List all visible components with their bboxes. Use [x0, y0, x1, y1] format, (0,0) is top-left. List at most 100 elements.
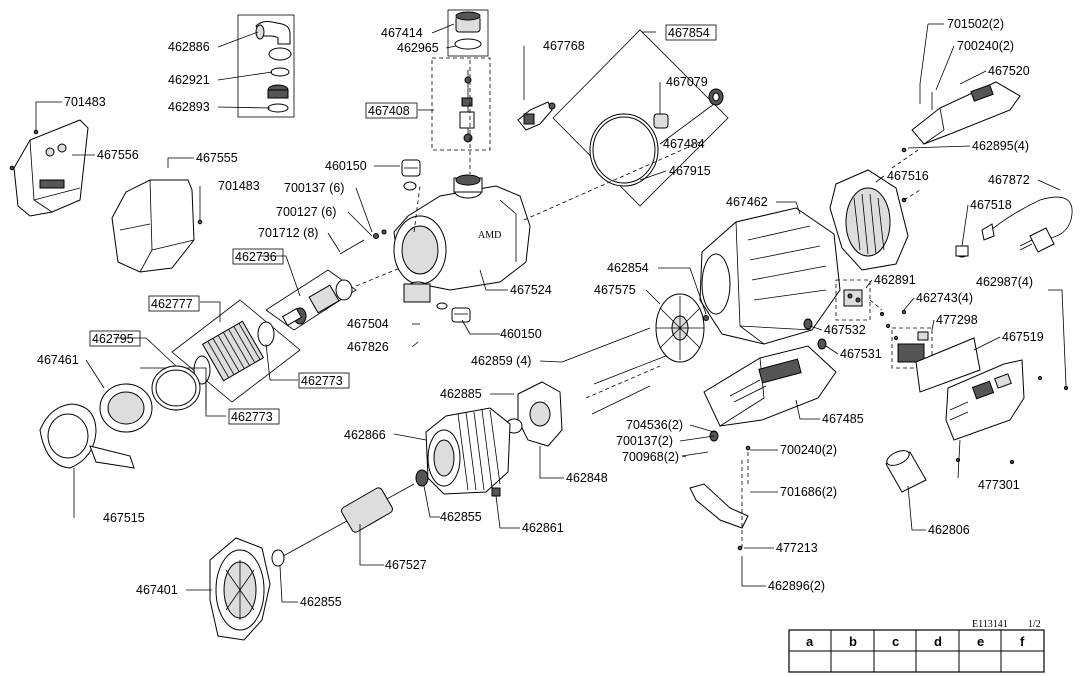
motor-frame-part [699, 207, 841, 345]
rear-cover-part [9, 119, 89, 217]
base-tray-part [681, 345, 837, 457]
grid-col-b: b [849, 634, 857, 649]
part-label-701502-2: 701502(2) [947, 17, 1004, 31]
part-label-467484: 467484 [663, 137, 705, 151]
valve-insert-part [431, 57, 491, 151]
part-label-462885: 462885 [440, 387, 482, 401]
part-label-467519: 467519 [1002, 330, 1044, 344]
panel-screws-part [955, 375, 1069, 465]
part-label-700127-6: 700127 (6) [276, 205, 336, 219]
grid-col-a: a [806, 634, 814, 649]
part-label-700968-2: 700968(2) [622, 450, 679, 464]
part-label-462866: 462866 [344, 428, 386, 442]
part-label-462854: 462854 [607, 261, 649, 275]
front-cover-part [111, 179, 203, 273]
part-label-467531: 467531 [840, 347, 882, 361]
part-label-467854: 467854 [668, 26, 710, 40]
part-label-box-462773a [298, 372, 350, 389]
assembly-axis-lines [355, 60, 921, 550]
part-label-467527: 467527 [385, 558, 427, 572]
part-label-460150a: 460150 [325, 159, 367, 173]
part-label-477298: 477298 [936, 313, 978, 327]
part-label-700240-2a: 700240(2) [957, 39, 1014, 53]
index-grid: a b c d e f [788, 629, 1045, 673]
part-label-box-467408 [365, 102, 418, 119]
part-label-box-467854 [665, 24, 717, 41]
part-label-462773a: 462773 [301, 374, 343, 388]
part-label-467518: 467518 [970, 198, 1012, 212]
part-label-462895-4: 462895(4) [972, 139, 1029, 153]
part-label-467401: 467401 [136, 583, 178, 597]
housing-screw-part [339, 229, 387, 255]
part-label-701483b: 701483 [218, 179, 260, 193]
pump-housing-part: AMD [393, 174, 531, 303]
svg-text:AMD: AMD [478, 230, 501, 241]
part-label-467408: 467408 [368, 104, 410, 118]
part-label-box-462777 [148, 295, 200, 312]
filler-cap-part [447, 9, 489, 57]
part-label-467556: 467556 [97, 148, 139, 162]
filter-sleeve-part [885, 450, 927, 493]
part-label-467575: 467575 [594, 283, 636, 297]
part-label-462736: 462736 [235, 250, 277, 264]
part-label-701686-2: 701686(2) [780, 485, 837, 499]
part-label-462886: 462886 [168, 40, 210, 54]
part-label-467555: 467555 [196, 151, 238, 165]
part-label-467504: 467504 [347, 317, 389, 331]
front-ring-part [39, 365, 207, 469]
part-label-460150b: 460150 [500, 327, 542, 341]
part-label-box-462795 [89, 330, 141, 347]
power-cable-part [981, 196, 1073, 253]
part-label-467524: 467524 [510, 283, 552, 297]
rotor-part [271, 483, 415, 567]
part-label-462965: 462965 [397, 41, 439, 55]
grid-col-e: e [977, 634, 984, 649]
part-label-462893: 462893 [168, 100, 210, 114]
part-label-462773b: 462773 [231, 410, 273, 424]
bearing-shield-part [505, 381, 563, 447]
part-label-462848: 462848 [566, 471, 608, 485]
part-label-477301: 477301 [978, 478, 1020, 492]
cable-gland-part [955, 245, 969, 258]
part-label-467079: 467079 [666, 75, 708, 89]
part-label-704536-2: 704536(2) [626, 418, 683, 432]
part-label-700137-2: 700137(2) [616, 434, 673, 448]
part-label-462743-4: 462743(4) [916, 291, 973, 305]
part-label-462861: 462861 [522, 521, 564, 535]
part-label-467872: 467872 [988, 173, 1030, 187]
grid-col-d: d [934, 634, 942, 649]
grid-col-c: c [892, 634, 899, 649]
terminal-block-part [835, 279, 871, 321]
part-label-box-462773b [228, 408, 280, 425]
handle-part [911, 81, 1021, 145]
part-label-462859-4: 462859 (4) [471, 354, 531, 368]
part-label-462896-2: 462896(2) [768, 579, 825, 593]
stator-part [415, 407, 511, 497]
part-label-462987-4: 462987(4) [976, 275, 1033, 289]
part-label-701712-8: 701712 (8) [258, 226, 318, 240]
document-reference: E113141 [972, 619, 1008, 630]
tie-rod-part [561, 327, 677, 415]
part-label-462795: 462795 [92, 332, 134, 346]
foot-bracket-part [689, 483, 749, 551]
small-screws-part [803, 309, 907, 350]
ejector-part [265, 269, 357, 331]
elbow-fitting-part [237, 14, 295, 118]
fan-impeller-part [655, 293, 709, 363]
fan-cover-part [829, 147, 909, 271]
part-label-462806: 462806 [928, 523, 970, 537]
part-label-467826: 467826 [347, 340, 389, 354]
part-label-467462: 467462 [726, 195, 768, 209]
part-label-462855b: 462855 [300, 595, 342, 609]
part-label-467516: 467516 [887, 169, 929, 183]
part-label-box-462736 [232, 248, 284, 265]
drain-plug-part [401, 159, 471, 323]
part-label-467461: 467461 [37, 353, 79, 367]
pressure-switch-part [517, 101, 556, 131]
part-label-462891: 462891 [874, 273, 916, 287]
part-label-462777: 462777 [151, 297, 193, 311]
part-label-467515: 467515 [103, 511, 145, 525]
circuit-board-part [891, 327, 933, 369]
part-label-700137-6: 700137 (6) [284, 181, 344, 195]
